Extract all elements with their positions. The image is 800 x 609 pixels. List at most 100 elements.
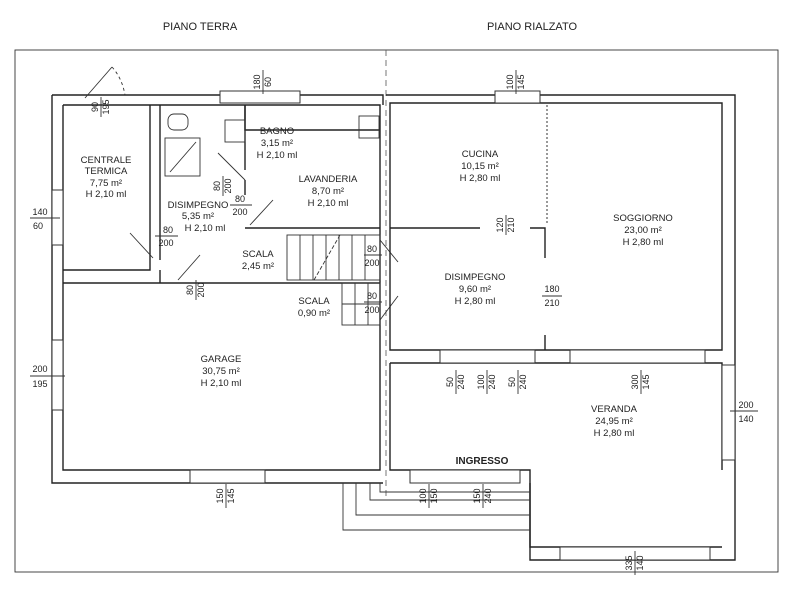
svg-text:200: 200 [738, 400, 753, 410]
sheet-frame [14, 49, 779, 573]
room-veranda: VERANDA 24,95 m² H 2,80 ml [591, 404, 638, 439]
svg-text:210: 210 [506, 217, 516, 232]
svg-text:150: 150 [215, 488, 225, 503]
svg-text:180: 180 [252, 74, 262, 89]
svg-text:H 2,10 ml: H 2,10 ml [86, 189, 127, 200]
svg-text:80: 80 [367, 244, 377, 254]
svg-text:80: 80 [185, 285, 195, 295]
svg-text:DISIMPEGNO: DISIMPEGNO [168, 200, 229, 211]
svg-text:140: 140 [635, 555, 645, 570]
svg-text:0,90 m²: 0,90 m² [298, 308, 330, 319]
svg-text:240: 240 [518, 374, 528, 389]
svg-text:5,35 m²: 5,35 m² [182, 211, 214, 222]
room-lavanderia: LAVANDERIA 8,70 m² H 2,10 ml [299, 174, 358, 209]
svg-text:240: 240 [483, 488, 493, 503]
svg-text:H 2,10 ml: H 2,10 ml [201, 378, 242, 389]
svg-text:145: 145 [641, 374, 651, 389]
svg-text:150: 150 [472, 488, 482, 503]
svg-text:VERANDA: VERANDA [591, 404, 638, 415]
svg-text:200: 200 [196, 282, 206, 297]
svg-text:200: 200 [223, 178, 233, 193]
label-ingresso: INGRESSO [456, 456, 509, 467]
room-disimpegno-terra: DISIMPEGNO 5,35 m² H 2,10 ml [168, 200, 229, 234]
room-scala-1: SCALA 2,45 m² [242, 249, 274, 272]
room-centrale-termica: CENTRALE TERMICA 7,75 m² H 2,10 ml [81, 155, 132, 200]
svg-text:24,95 m²: 24,95 m² [595, 416, 633, 427]
raised-floor-walls [342, 90, 736, 561]
svg-text:23,00 m²: 23,00 m² [624, 225, 662, 236]
svg-text:H 2,80 ml: H 2,80 ml [594, 428, 635, 439]
svg-text:195: 195 [101, 99, 111, 114]
room-garage: GARAGE 30,75 m² H 2,10 ml [201, 354, 242, 389]
room-bagno: BAGNO 3,15 m² H 2,10 ml [257, 126, 298, 161]
svg-text:SOGGIORNO: SOGGIORNO [613, 213, 673, 224]
svg-text:140: 140 [32, 207, 47, 217]
svg-text:100: 100 [418, 488, 428, 503]
svg-text:300: 300 [630, 374, 640, 389]
svg-text:240: 240 [487, 374, 497, 389]
header-piano-terra: PIANO TERRA [163, 21, 238, 33]
svg-text:LAVANDERIA: LAVANDERIA [299, 174, 358, 185]
svg-text:240: 240 [456, 374, 466, 389]
svg-text:50: 50 [507, 377, 517, 387]
svg-text:10,15 m²: 10,15 m² [461, 161, 499, 172]
svg-text:50: 50 [445, 377, 455, 387]
svg-text:2,45 m²: 2,45 m² [242, 261, 274, 272]
svg-text:H 2,10 ml: H 2,10 ml [308, 198, 349, 209]
svg-text:TERMICA: TERMICA [85, 166, 128, 177]
header-piano-rialzato: PIANO RIALZATO [487, 21, 578, 33]
room-soggiorno: SOGGIORNO 23,00 m² H 2,80 ml [613, 213, 673, 248]
svg-text:80: 80 [163, 225, 173, 235]
svg-text:200: 200 [32, 364, 47, 374]
svg-text:CUCINA: CUCINA [462, 149, 499, 160]
svg-text:H 2,10 ml: H 2,10 ml [257, 150, 298, 161]
svg-text:100: 100 [505, 74, 515, 89]
svg-text:120: 120 [495, 217, 505, 232]
ground-floor-walls [51, 66, 399, 484]
svg-text:8,70 m²: 8,70 m² [312, 186, 344, 197]
room-disimpegno-rialzato: DISIMPEGNO 9,60 m² H 2,80 ml [445, 272, 506, 307]
svg-text:150: 150 [429, 488, 439, 503]
svg-text:BAGNO: BAGNO [260, 126, 294, 137]
room-cucina: CUCINA 10,15 m² H 2,80 ml [460, 149, 501, 184]
svg-text:GARAGE: GARAGE [201, 354, 242, 365]
svg-text:7,75 m²: 7,75 m² [90, 178, 122, 189]
svg-text:60: 60 [263, 77, 273, 87]
svg-text:145: 145 [516, 74, 526, 89]
svg-text:30,75 m²: 30,75 m² [202, 366, 240, 377]
svg-text:H 2,80 ml: H 2,80 ml [460, 173, 501, 184]
svg-text:180: 180 [544, 284, 559, 294]
svg-text:H 2,80 ml: H 2,80 ml [623, 237, 664, 248]
svg-text:DISIMPEGNO: DISIMPEGNO [445, 272, 506, 283]
svg-text:200: 200 [232, 207, 247, 217]
svg-text:200: 200 [364, 258, 379, 268]
svg-text:90: 90 [90, 102, 100, 112]
room-scala-2: SCALA 0,90 m² [298, 296, 330, 319]
svg-text:200: 200 [364, 305, 379, 315]
svg-text:210: 210 [544, 298, 559, 308]
svg-text:H 2,80 ml: H 2,80 ml [455, 296, 496, 307]
svg-text:SCALA: SCALA [242, 249, 274, 260]
svg-text:3,15 m²: 3,15 m² [261, 138, 293, 149]
svg-text:60: 60 [33, 221, 43, 231]
